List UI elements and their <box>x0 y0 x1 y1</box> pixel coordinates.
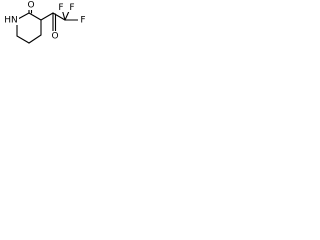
f-right-label: F <box>80 16 85 26</box>
f-top-left-label-mask <box>57 3 66 12</box>
f-top-left-label: F <box>58 3 63 13</box>
f-top-right-label: F <box>69 3 74 13</box>
bond-c3-carbonyl <box>40 12 54 21</box>
nh-label: HN <box>4 16 18 26</box>
o-ketone-label: O <box>51 32 58 42</box>
f-right-label-mask <box>78 15 88 25</box>
bond-c2-c3 <box>28 12 42 21</box>
o-lactam-label: O <box>27 1 34 11</box>
bond-n-c2 <box>17 12 30 20</box>
bond-c4-c5 <box>28 34 42 44</box>
structure-canvas: HN O O F F F <box>0 0 98 66</box>
bond-c5-c6 <box>16 35 30 44</box>
o-lactam-label-mask <box>24 0 36 10</box>
f-top-right-label-mask <box>68 3 77 12</box>
molecule-structure: HN O O F F F <box>4 0 88 44</box>
nh-label-mask <box>4 14 19 25</box>
o-ketone-label-mask <box>49 31 61 41</box>
